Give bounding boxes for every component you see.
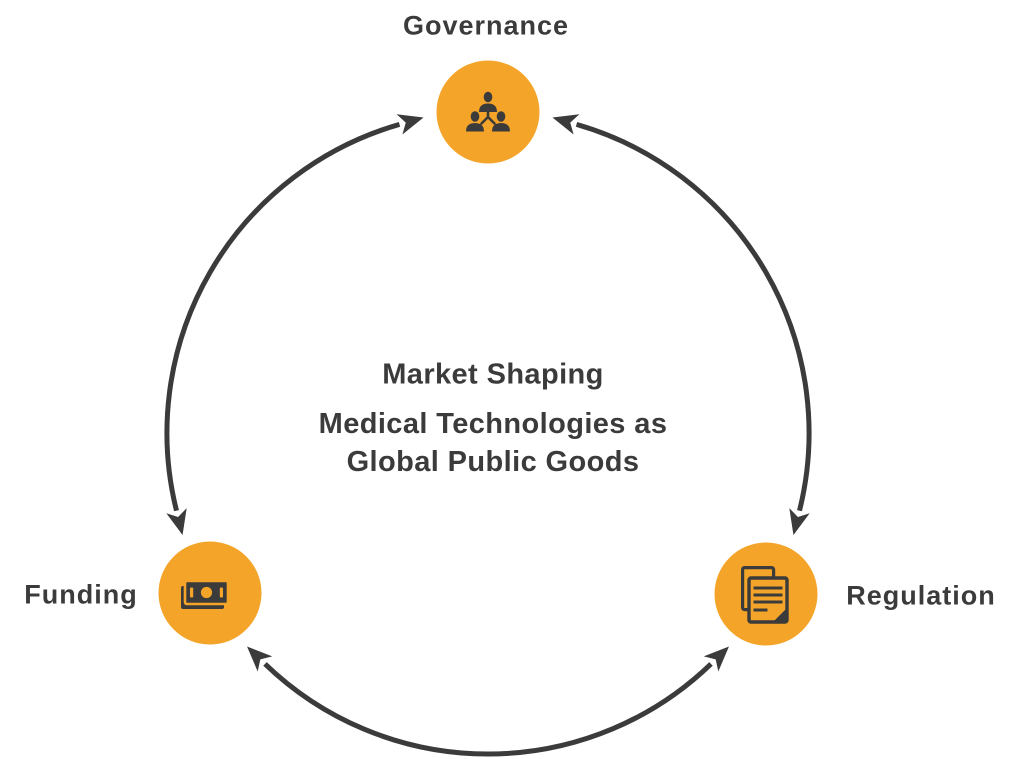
regulation-label: Regulation (846, 580, 996, 611)
banknote-icon (181, 579, 230, 609)
diagram-subtitle: Medical Technologies as Global Public Go… (319, 405, 668, 481)
arc-governance-regulation (552, 114, 812, 535)
arc-regulation-funding (247, 646, 729, 757)
document-icon (741, 566, 789, 624)
arc-funding-governance (164, 114, 424, 535)
diagram-title: Market Shaping (382, 358, 604, 391)
diagram-subtitle-line-2: Global Public Goods (346, 446, 640, 478)
diagram-subtitle-line-1: Medical Technologies as (318, 408, 668, 440)
people-group-icon (466, 91, 510, 132)
governance-label: Governance (402, 10, 570, 41)
funding-label: Funding (24, 579, 138, 610)
